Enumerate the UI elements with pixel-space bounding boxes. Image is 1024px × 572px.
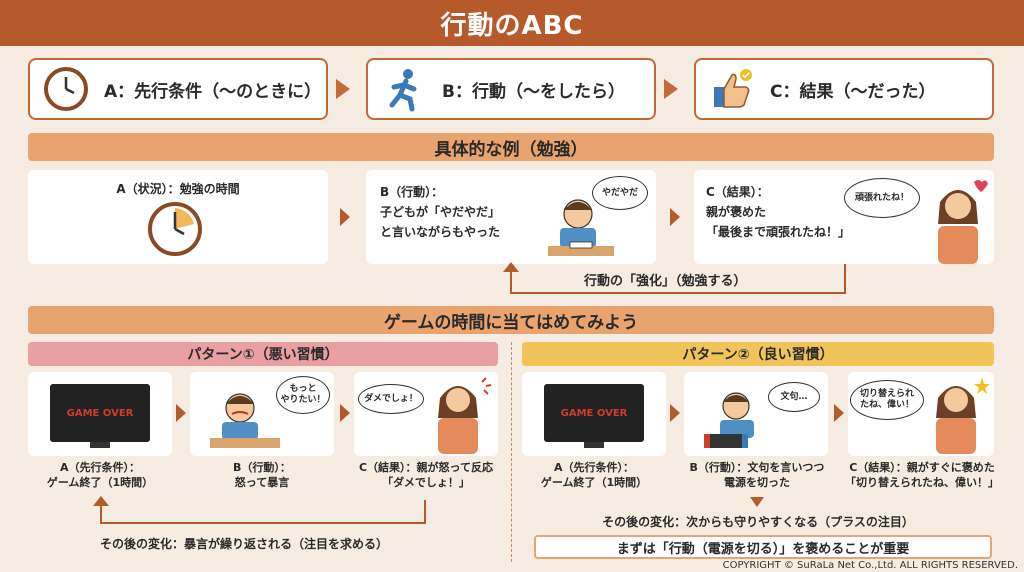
example-b-line1: 子どもが「やだやだ」 — [380, 205, 501, 219]
good-c-line2: 「切り替えられたね、偉い！」 — [845, 476, 999, 489]
running-person-icon — [374, 61, 434, 117]
abc-a-label: A：先行条件（〜のときに） — [104, 81, 322, 102]
example-b-title: B（行動）： — [380, 185, 444, 199]
copyright: COPYRIGHT © SuRaLa Net Co.,Ltd. ALL RIGH… — [722, 560, 1018, 571]
good-change-text: その後の変化：次からも守りやすくなる（プラスの注目） — [602, 515, 914, 529]
chevron-right-icon — [670, 208, 680, 226]
speech-bubble: 頑張れたね！ — [844, 178, 920, 218]
good-pattern-header: パターン②（良い習慣） — [522, 342, 994, 366]
angry-parent-illustration — [428, 376, 494, 458]
clock-icon — [36, 61, 96, 117]
example-c-line1: 親が褒めた — [706, 205, 767, 219]
good-a-line2: ゲーム終了（1時間） — [540, 476, 648, 489]
speech-bubble: 切り替えられ たね、偉い！ — [850, 380, 924, 420]
speech-bubble: もっと やりたい！ — [276, 376, 330, 414]
example-c-line2: 「最後まで頑張れたね！」 — [706, 225, 851, 239]
bad-c-line1: C（結果）：親が怒って反応 — [358, 461, 494, 474]
bad-a-card: GAME OVER — [28, 372, 172, 456]
good-b-line1: B（行動）：文句を言いつつ — [689, 461, 825, 474]
chevron-right-icon — [176, 404, 186, 422]
bad-c-caption: C（結果）：親が怒って反応 「ダメでしょ！」 — [336, 460, 516, 490]
example-c-card: C（結果）： 親が褒めた 「最後まで頑張れたね！」 頑張れたね！ — [694, 170, 994, 264]
bad-a-caption: A（先行条件）： ゲーム終了（1時間） — [28, 460, 172, 490]
good-a-line1: A（先行条件）： — [553, 461, 634, 474]
arrow-up-icon — [93, 496, 109, 506]
key-point-box: まずは「行動（電源を切る）」を褒めることが重要 — [534, 535, 992, 559]
bad-b-line2: 怒って暴言 — [234, 476, 290, 489]
game-header: ゲームの時間に当てはめてみよう — [28, 306, 994, 334]
good-a-caption: A（先行条件）： ゲーム終了（1時間） — [522, 460, 666, 490]
bad-b-line1: B（行動）： — [233, 461, 291, 474]
abc-b-label: B：行動（〜をしたら） — [442, 81, 625, 102]
chevron-right-icon — [340, 208, 350, 226]
abc-b-box: B：行動（〜をしたら） — [366, 58, 656, 120]
arrow-right-icon — [336, 79, 350, 99]
section-divider — [511, 342, 512, 562]
chevron-right-icon — [670, 404, 680, 422]
tv-icon: GAME OVER — [544, 384, 644, 442]
bad-b-card: もっと やりたい！ — [190, 372, 334, 456]
arrow-up-icon — [503, 262, 519, 272]
good-b-card: 文句… — [684, 372, 828, 456]
abc-c-box: C：結果（〜だった） — [694, 58, 994, 120]
example-a-card: A（状況）：勉強の時間 — [28, 170, 328, 264]
tv-screen-text: GAME OVER — [560, 407, 628, 419]
good-a-card: GAME OVER — [522, 372, 666, 456]
example-b-card: B（行動）： 子どもが「やだやだ」 と言いながらもやった やだやだ — [366, 170, 656, 264]
speech-bubble: ダメでしょ！ — [358, 384, 424, 414]
tv-screen-text: GAME OVER — [66, 407, 134, 419]
example-c-title: C（結果）： — [706, 185, 769, 199]
studying-child-illustration — [546, 192, 616, 264]
reinforce-label: 行動の「強化」（勉強する） — [578, 270, 753, 289]
speech-bubble: 文句… — [768, 382, 820, 412]
bad-loop-line — [100, 500, 426, 524]
praising-parent-illustration — [926, 180, 990, 268]
good-c-caption: C（結果）：親がすぐに褒めた 「切り替えられたね、偉い！」 — [834, 460, 1010, 490]
good-c-line1: C（結果）：親がすぐに褒めた — [849, 461, 995, 474]
example-header: 具体的な例（勉強） — [28, 133, 994, 161]
clock-icon — [146, 200, 204, 262]
bad-change-text: その後の変化：暴言が繰り返される（注目を求める） — [96, 535, 393, 552]
chevron-right-icon — [340, 404, 350, 422]
page-title: 行動のABC — [0, 0, 1024, 46]
thumbs-up-icon — [702, 61, 762, 117]
good-c-card: 切り替えられ たね、偉い！ — [848, 372, 994, 456]
tv-stand — [584, 442, 604, 448]
bad-c-card: ダメでしょ！ — [354, 372, 498, 456]
angry-child-illustration — [210, 386, 280, 456]
abc-a-box: A：先行条件（〜のときに） — [28, 58, 328, 120]
bad-a-line1: A（先行条件）： — [59, 461, 140, 474]
arrow-right-icon — [664, 79, 678, 99]
speech-bubble: やだやだ — [592, 176, 648, 210]
chevron-right-icon — [834, 404, 844, 422]
reinforce-loop-line — [510, 264, 846, 294]
example-a-text: A（状況）：勉強の時間 — [116, 182, 240, 196]
tv-icon: GAME OVER — [50, 384, 150, 442]
bad-pattern-header: パターン①（悪い習慣） — [28, 342, 498, 366]
smiling-parent-illustration — [926, 376, 992, 458]
good-b-caption: B（行動）：文句を言いつつ 電源を切った — [676, 460, 838, 490]
bad-a-line2: ゲーム終了（1時間） — [46, 476, 154, 489]
arrow-down-icon — [750, 497, 764, 507]
child-with-console-illustration — [700, 386, 780, 456]
good-b-line2: 電源を切った — [724, 476, 790, 489]
bad-c-line2: 「ダメでしょ！」 — [382, 476, 470, 489]
abc-c-label: C：結果（〜だった） — [770, 81, 936, 102]
tv-stand — [90, 442, 110, 448]
example-b-line2: と言いながらもやった — [380, 225, 501, 239]
bad-b-caption: B（行動）： 怒って暴言 — [190, 460, 334, 490]
